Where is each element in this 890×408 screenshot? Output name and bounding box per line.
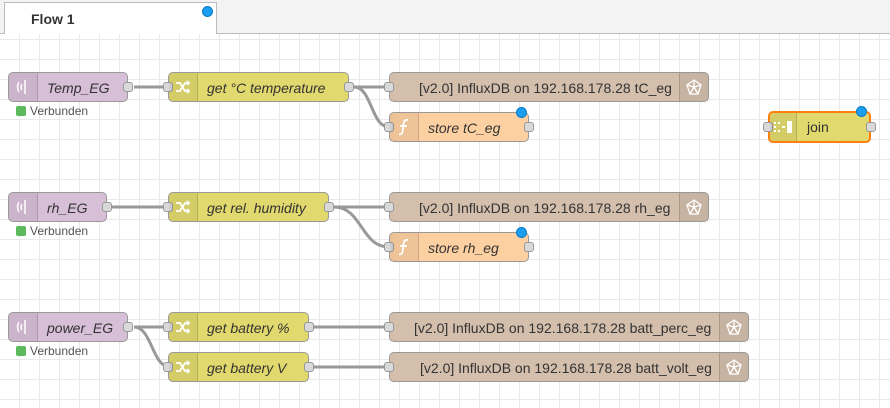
influxdb-out-node-batt-volt-eg[interactable]: [v2.0] InfluxDB on 192.168.178.28 batt_v… bbox=[384, 352, 749, 382]
node-label: get battery % bbox=[207, 320, 290, 336]
influxdb-icon bbox=[679, 193, 708, 221]
wire bbox=[333, 205, 390, 249]
node-label: [v2.0] InfluxDB on 192.168.178.28 tC_eg bbox=[419, 80, 672, 96]
output-port[interactable] bbox=[123, 322, 133, 332]
node-label: store tC_eg bbox=[428, 120, 501, 136]
influxdb-icon bbox=[679, 73, 708, 101]
join-icon bbox=[770, 113, 797, 141]
bridge-icon bbox=[9, 73, 38, 101]
bridge-icon bbox=[9, 313, 38, 341]
node-status: Verbunden bbox=[16, 344, 88, 358]
input-port[interactable] bbox=[384, 242, 394, 252]
input-port[interactable] bbox=[384, 202, 394, 212]
output-port[interactable] bbox=[123, 82, 133, 92]
node-status: Verbunden bbox=[16, 104, 88, 118]
mqtt-in-node-rh-eg[interactable]: rh_EG bbox=[8, 192, 112, 222]
input-port[interactable] bbox=[384, 362, 394, 372]
influxdb-icon bbox=[719, 353, 748, 381]
function-icon bbox=[390, 233, 419, 261]
output-port[interactable] bbox=[866, 122, 876, 132]
change-node-get-temperature[interactable]: get °C temperature bbox=[163, 72, 354, 102]
wire bbox=[133, 325, 171, 369]
input-port[interactable] bbox=[763, 122, 773, 132]
node-changed-indicator bbox=[516, 107, 527, 118]
influxdb-out-node-tc-eg[interactable]: [v2.0] InfluxDB on 192.168.178.28 tC_eg bbox=[384, 72, 709, 102]
node-changed-indicator bbox=[516, 227, 527, 238]
input-port[interactable] bbox=[384, 122, 394, 132]
node-label: power_EG bbox=[47, 320, 114, 336]
bridge-icon bbox=[9, 193, 38, 221]
influxdb-out-node-batt-perc-eg[interactable]: [v2.0] InfluxDB on 192.168.178.28 batt_p… bbox=[384, 312, 749, 342]
node-label: [v2.0] InfluxDB on 192.168.178.28 batt_p… bbox=[414, 320, 712, 336]
input-port[interactable] bbox=[384, 82, 394, 92]
change-node-get-humidity[interactable]: get rel. humidity bbox=[163, 192, 334, 222]
node-label: rh_EG bbox=[47, 200, 88, 216]
node-label: get rel. humidity bbox=[207, 200, 306, 216]
output-port[interactable] bbox=[344, 82, 354, 92]
shuffle-icon bbox=[169, 313, 198, 341]
node-label: [v2.0] InfluxDB on 192.168.178.28 rh_eg bbox=[419, 200, 671, 216]
wires-layer bbox=[112, 85, 390, 369]
input-port[interactable] bbox=[163, 202, 173, 212]
input-port[interactable] bbox=[163, 322, 173, 332]
influxdb-icon bbox=[719, 313, 748, 341]
mqtt-in-node-temp-eg[interactable]: Temp_EG bbox=[8, 72, 133, 102]
mqtt-in-node-power-eg[interactable]: power_EG bbox=[8, 312, 133, 342]
status-indicator-icon bbox=[16, 346, 26, 356]
input-port[interactable] bbox=[163, 82, 173, 92]
influxdb-out-node-rh-eg[interactable]: [v2.0] InfluxDB on 192.168.178.28 rh_eg bbox=[384, 192, 709, 222]
workspace-tabbar: Flow 1 bbox=[0, 0, 890, 35]
tab-changed-indicator bbox=[202, 6, 213, 17]
tab-label: Flow 1 bbox=[31, 11, 75, 27]
shuffle-icon bbox=[169, 73, 198, 101]
change-node-get-battery-percent[interactable]: get battery % bbox=[163, 312, 314, 342]
node-label: Temp_EG bbox=[47, 80, 110, 96]
output-port[interactable] bbox=[304, 322, 314, 332]
function-node-store-rh-eg[interactable]: store rh_eg bbox=[384, 227, 534, 262]
output-port[interactable] bbox=[524, 122, 534, 132]
output-port[interactable] bbox=[324, 202, 334, 212]
shuffle-icon bbox=[169, 193, 198, 221]
node-changed-indicator bbox=[856, 106, 867, 117]
node-label: get battery V bbox=[207, 360, 287, 376]
flow-canvas[interactable]: Temp_EG Verbunden get °C temperature [v2… bbox=[0, 34, 890, 408]
node-label: store rh_eg bbox=[428, 240, 499, 256]
tab-flow-1[interactable]: Flow 1 bbox=[4, 2, 217, 35]
join-node[interactable]: join bbox=[763, 106, 876, 143]
input-port[interactable] bbox=[384, 322, 394, 332]
shuffle-icon bbox=[169, 353, 198, 381]
function-node-store-tc-eg[interactable]: store tC_eg bbox=[384, 107, 534, 142]
function-icon bbox=[390, 113, 419, 141]
output-port[interactable] bbox=[524, 242, 534, 252]
output-port[interactable] bbox=[304, 362, 314, 372]
node-label: join bbox=[807, 119, 829, 135]
input-port[interactable] bbox=[163, 362, 173, 372]
node-label: [v2.0] InfluxDB on 192.168.178.28 batt_v… bbox=[420, 360, 712, 376]
status-indicator-icon bbox=[16, 106, 26, 116]
node-status: Verbunden bbox=[16, 224, 88, 238]
output-port[interactable] bbox=[102, 202, 112, 212]
status-indicator-icon bbox=[16, 226, 26, 236]
wire bbox=[353, 85, 390, 129]
change-node-get-battery-voltage[interactable]: get battery V bbox=[163, 352, 314, 382]
node-label: get °C temperature bbox=[207, 80, 326, 96]
